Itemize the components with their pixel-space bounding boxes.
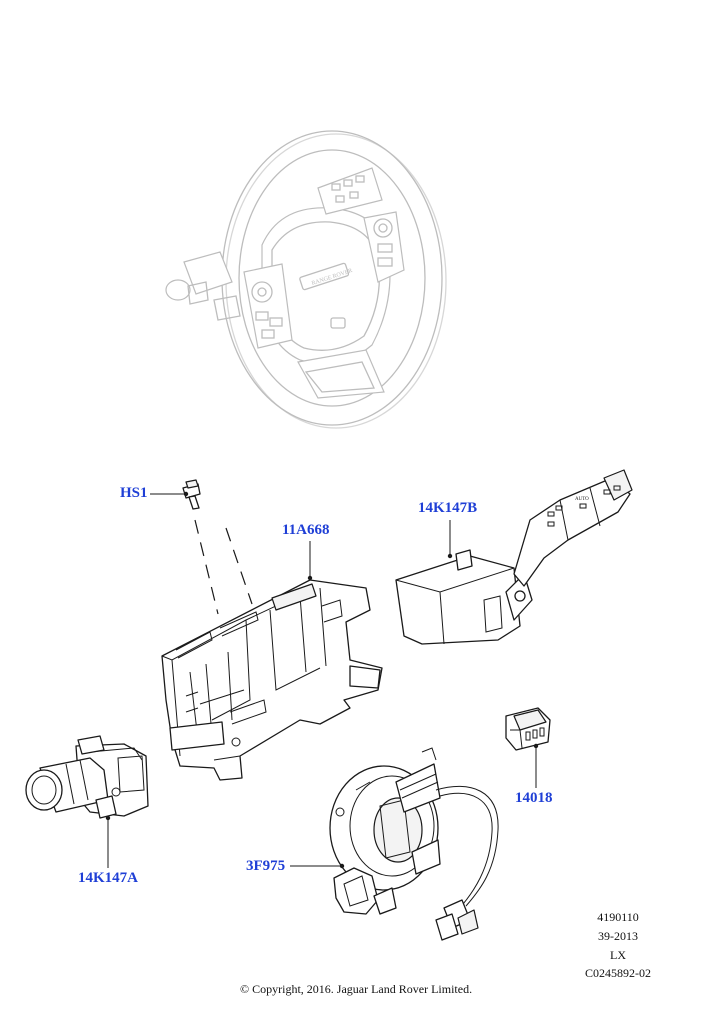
clockspring-3f975 bbox=[329, 747, 499, 941]
reference-number: 4190110 bbox=[597, 910, 639, 924]
reference-model-code: LX bbox=[610, 948, 626, 962]
column-shroud-11a668 bbox=[161, 579, 383, 781]
callout-14018[interactable]: 14018 bbox=[515, 790, 553, 806]
reference-date-code: 39-2013 bbox=[598, 929, 638, 943]
screw-hs1 bbox=[182, 479, 253, 615]
leader-lines bbox=[105, 491, 539, 869]
reference-illustration-code: C0245892-02 bbox=[585, 966, 651, 980]
light-stalk-switch-14k147a bbox=[25, 735, 149, 819]
callout-14k147a[interactable]: 14K147A bbox=[78, 870, 138, 886]
callout-3f975[interactable]: 3F975 bbox=[246, 858, 286, 874]
copyright-notice: © Copyright, 2016. Jaguar Land Rover Lim… bbox=[240, 982, 473, 996]
callout-14k147b[interactable]: 14K147B bbox=[418, 500, 478, 516]
steering-wheel-ghost: RANGE ROVER bbox=[165, 130, 447, 429]
switch-14018 bbox=[505, 707, 551, 751]
wiper-stalk-switch-14k147b: AUTO bbox=[395, 469, 633, 645]
callout-11a668[interactable]: 11A668 bbox=[282, 522, 330, 538]
svg-text:AUTO: AUTO bbox=[575, 497, 589, 502]
callout-hs1[interactable]: HS1 bbox=[120, 485, 148, 501]
